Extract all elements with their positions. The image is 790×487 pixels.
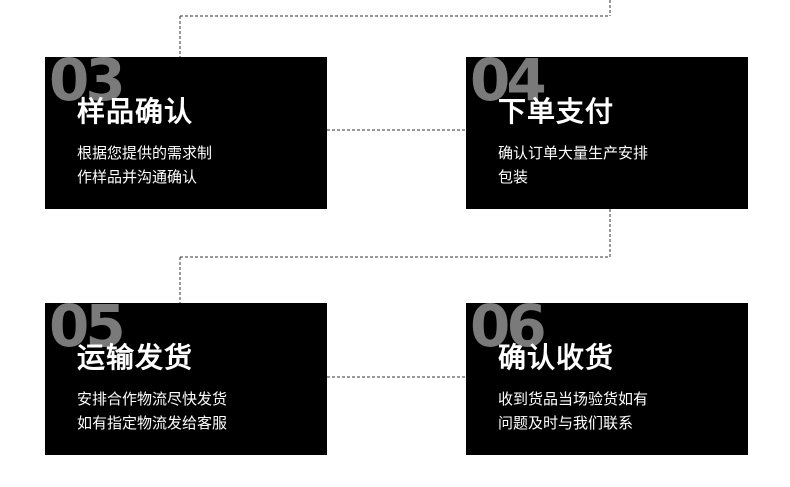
step-title: 下单支付 (498, 95, 615, 128)
step-card-shipping: 05 运输发货 安排合作物流尽快发货 如有指定物流发给客服 (45, 303, 327, 455)
step-description-line: 确认订单大量生产安排 (498, 144, 649, 162)
step-title: 样品确认 (77, 95, 194, 128)
step-description-line: 收到货品当场验货如有 (498, 390, 649, 408)
step-card-sample-confirm: 03 样品确认 根据您提供的需求制 作样品并沟通确认 (45, 57, 327, 209)
step-card-order-payment: 04 下单支付 确认订单大量生产安排 包装 (466, 57, 748, 209)
step-title: 运输发货 (77, 341, 194, 374)
step-description: 确认订单大量生产安排 包装 (498, 141, 738, 189)
step-card-receipt-confirm: 06 确认收货 收到货品当场验货如有 问题及时与我们联系 (466, 303, 748, 455)
step-description-line: 包装 (498, 168, 529, 186)
step-number: 05 (49, 303, 126, 360)
step-number: 04 (470, 57, 547, 114)
step-description-line: 问题及时与我们联系 (498, 414, 634, 432)
step-title: 确认收货 (498, 341, 615, 374)
step-description: 安排合作物流尽快发货 如有指定物流发给客服 (77, 387, 317, 435)
step-description-line: 如有指定物流发给客服 (77, 414, 228, 432)
step-description-line: 安排合作物流尽快发货 (77, 390, 228, 408)
step-number: 03 (49, 57, 126, 114)
step-description-line: 作样品并沟通确认 (77, 168, 198, 186)
step-description: 根据您提供的需求制 作样品并沟通确认 (77, 141, 317, 189)
step-number: 06 (470, 303, 547, 360)
step-description: 收到货品当场验货如有 问题及时与我们联系 (498, 387, 738, 435)
step-description-line: 根据您提供的需求制 (77, 144, 213, 162)
